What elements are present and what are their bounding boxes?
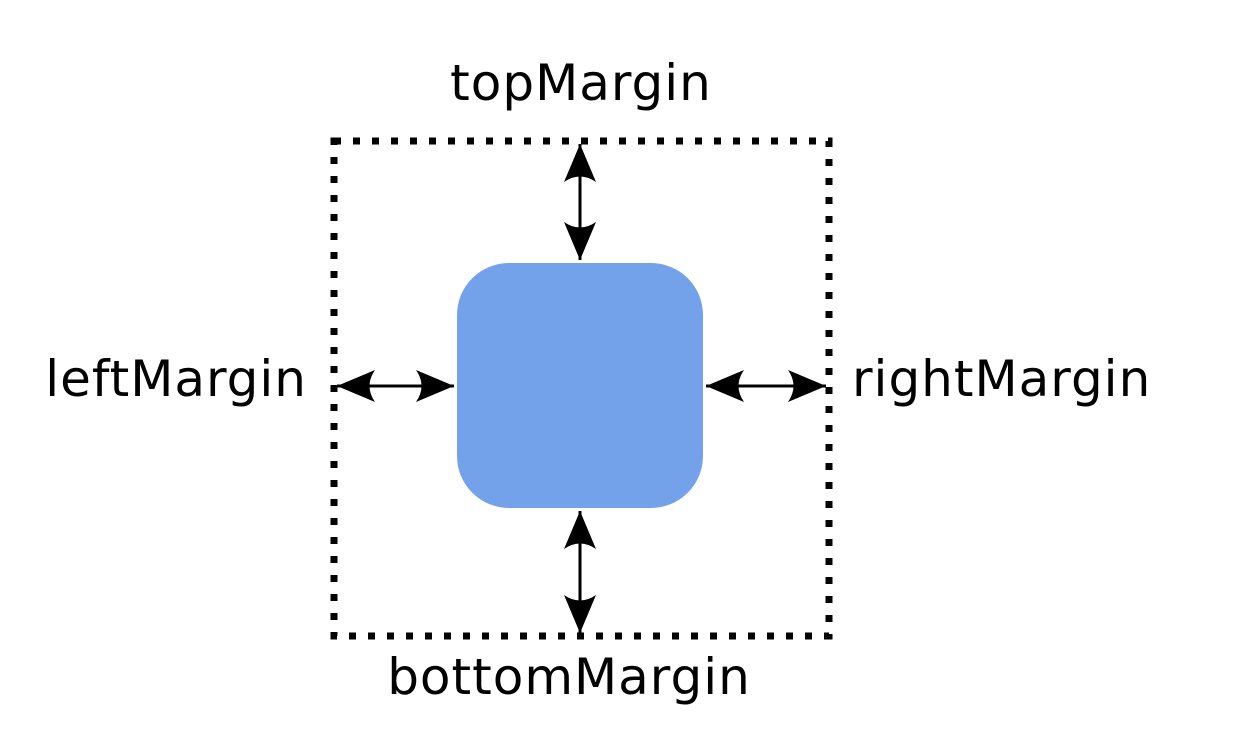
margin-boundary-dotted-rect xyxy=(330,137,833,640)
right-margin-label: rightMargin xyxy=(852,350,1152,408)
top-margin-label: topMargin xyxy=(450,54,712,112)
widget-box xyxy=(457,263,703,508)
bottom-margin-label: bottomMargin xyxy=(387,648,751,706)
left-margin-label: leftMargin xyxy=(45,350,307,408)
